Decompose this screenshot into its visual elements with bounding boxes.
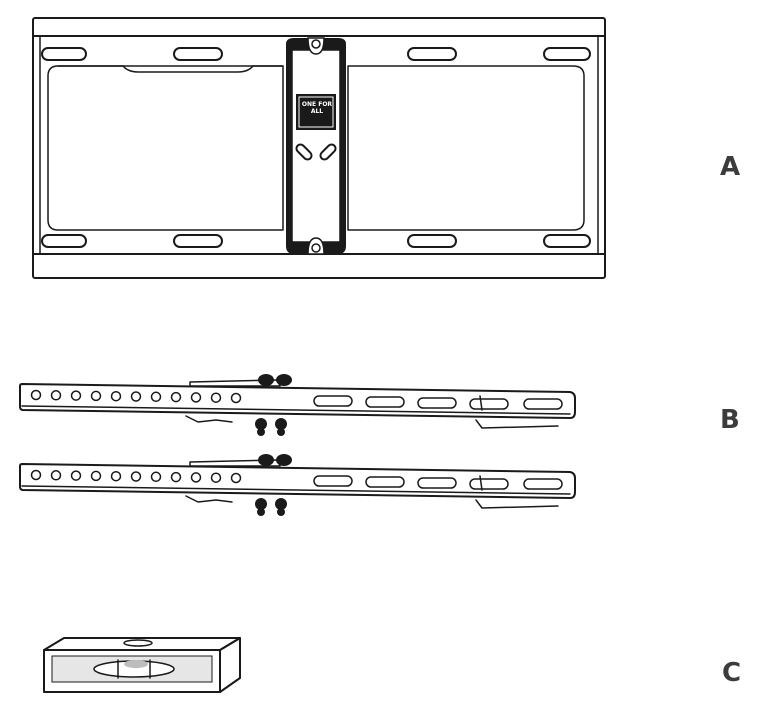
- bubble-level-illustration: [38, 634, 248, 696]
- logo-text: ONE FOR ALL: [301, 101, 333, 115]
- mounting-arm-bottom: [18, 452, 580, 518]
- wall-plate-illustration: [28, 14, 610, 284]
- part-label-c: C: [722, 658, 742, 688]
- mounting-arm-top: [18, 372, 580, 438]
- part-label-b: B: [720, 405, 740, 435]
- part-label-a: A: [720, 152, 741, 182]
